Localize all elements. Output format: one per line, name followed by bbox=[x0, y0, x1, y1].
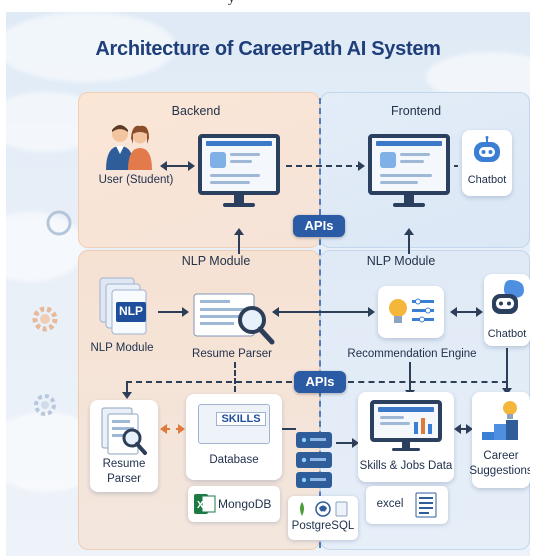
connector-recommendation-chatbot bbox=[454, 311, 478, 313]
server-stack-icon bbox=[296, 432, 332, 488]
connector-database-server bbox=[282, 428, 296, 430]
database-label: Database bbox=[209, 454, 259, 466]
clock-icon bbox=[46, 210, 72, 236]
arrowhead bbox=[352, 438, 359, 448]
postgresql-chip: PostgreSQL bbox=[288, 496, 358, 540]
skills-monitor-icon bbox=[370, 400, 442, 454]
recommendation-engine-card bbox=[378, 286, 444, 338]
frontend-monitor-icon bbox=[368, 134, 450, 212]
mongodb-label: MongoDB bbox=[218, 497, 272, 511]
chatbot-robot-icon bbox=[474, 136, 500, 162]
postgresql-elephant-icon bbox=[300, 501, 348, 517]
connector-backend-nlp bbox=[238, 234, 240, 254]
gear-icon bbox=[34, 394, 56, 416]
postgresql-label: PostgreSQL bbox=[291, 520, 355, 532]
arrowhead bbox=[188, 161, 195, 171]
skills-jobs-label: Skills & Jobs Data bbox=[359, 460, 453, 472]
excel-label: excel bbox=[376, 498, 404, 510]
nlp-icon-text: NLP bbox=[119, 304, 143, 318]
resume-parser-search-icon bbox=[193, 293, 275, 345]
arrowhead bbox=[502, 388, 512, 395]
user-student-label: User (Student) bbox=[98, 174, 174, 186]
chatbot-mid-label: Chatbot bbox=[487, 328, 527, 340]
resume-search-icon bbox=[101, 407, 147, 455]
career-ladder-icon bbox=[482, 401, 518, 440]
connector-apis-right bbox=[348, 381, 508, 383]
apis-badge-middle: APIs bbox=[294, 371, 346, 393]
nlp-module-left-label: NLP Module bbox=[181, 254, 251, 268]
frontend-label: Frontend bbox=[390, 104, 442, 118]
connector-server-skills bbox=[336, 442, 354, 444]
mongodb-chip: X MongoDB bbox=[188, 486, 280, 522]
connector-chatbot-down bbox=[506, 348, 508, 392]
arrowhead bbox=[450, 307, 457, 317]
skills-badge: SKILLS bbox=[216, 412, 266, 426]
arrowhead bbox=[466, 424, 473, 434]
divider-dashed-line bbox=[319, 98, 321, 548]
page-title: Architecture of CareerPath AI System bbox=[95, 38, 441, 60]
top-clipped-text: y bbox=[0, 0, 535, 12]
connector-apis-left bbox=[126, 381, 292, 383]
arrowhead bbox=[160, 161, 167, 171]
lightbulb-icon bbox=[389, 298, 434, 323]
nlp-module-node-label: NLP Module bbox=[90, 342, 154, 354]
excel-icon: X bbox=[194, 494, 216, 514]
arrowhead bbox=[122, 392, 132, 399]
arrowhead bbox=[358, 161, 365, 171]
connector-resume-database bbox=[164, 428, 182, 430]
arrowhead bbox=[234, 228, 244, 235]
resume-parser-bottom-card: Resume Parser bbox=[90, 400, 158, 492]
arrowhead bbox=[178, 424, 185, 434]
connector-user-backend bbox=[164, 165, 192, 167]
database-card: SKILLS Database bbox=[186, 394, 282, 480]
career-suggestions-card: Career Suggestions bbox=[469, 392, 530, 488]
spreadsheet-icon bbox=[415, 492, 437, 518]
connector-backend-frontend bbox=[286, 165, 362, 167]
arrowhead bbox=[454, 424, 461, 434]
career-label-1: Career bbox=[483, 450, 519, 462]
nlp-module-right-label: NLP Module bbox=[366, 254, 436, 268]
connector-frontend-chatbot bbox=[454, 165, 458, 167]
nlp-document-icon bbox=[99, 277, 147, 335]
arrowhead bbox=[182, 307, 189, 317]
connector-parser-recommendation bbox=[276, 311, 370, 313]
chatbot-top-card: Chatbot bbox=[462, 130, 512, 196]
arrowhead bbox=[476, 307, 483, 317]
skills-jobs-card: Skills & Jobs Data bbox=[358, 392, 454, 482]
chatbot-robot-icon bbox=[492, 280, 524, 314]
connector-skills-career bbox=[458, 428, 468, 430]
resume-parser-top-label: Resume Parser bbox=[192, 348, 272, 360]
chatbot-mid-card: Chatbot bbox=[484, 274, 530, 346]
connector-apis-up bbox=[234, 362, 236, 392]
chatbot-top-label: Chatbot bbox=[467, 174, 507, 186]
arrowhead bbox=[272, 307, 279, 317]
arrowhead bbox=[160, 424, 167, 434]
excel-chip: excel bbox=[366, 486, 448, 524]
recommendation-engine-label: Recommendation Engine bbox=[347, 348, 477, 360]
resume-parser-bottom-label-1: Resume bbox=[102, 458, 146, 470]
connector-right-down bbox=[409, 362, 411, 392]
apis-badge-top: APIs bbox=[293, 215, 345, 237]
backend-label: Backend bbox=[171, 104, 221, 118]
svg-text:X: X bbox=[197, 500, 204, 511]
connector-nlp-resume-parser bbox=[158, 311, 184, 313]
career-label-2: Suggestions bbox=[469, 465, 530, 477]
resume-parser-bottom-label-2: Parser bbox=[107, 473, 141, 485]
diagram-canvas: Architecture of CareerPath AI System Bac… bbox=[6, 12, 530, 556]
connector-frontend-nlp bbox=[408, 234, 410, 254]
arrowhead bbox=[404, 228, 414, 235]
gear-icon bbox=[32, 306, 58, 332]
user-students-icon bbox=[106, 125, 152, 170]
connector-left-down bbox=[126, 381, 128, 393]
arrowhead bbox=[368, 307, 375, 317]
backend-monitor-icon bbox=[198, 134, 280, 212]
